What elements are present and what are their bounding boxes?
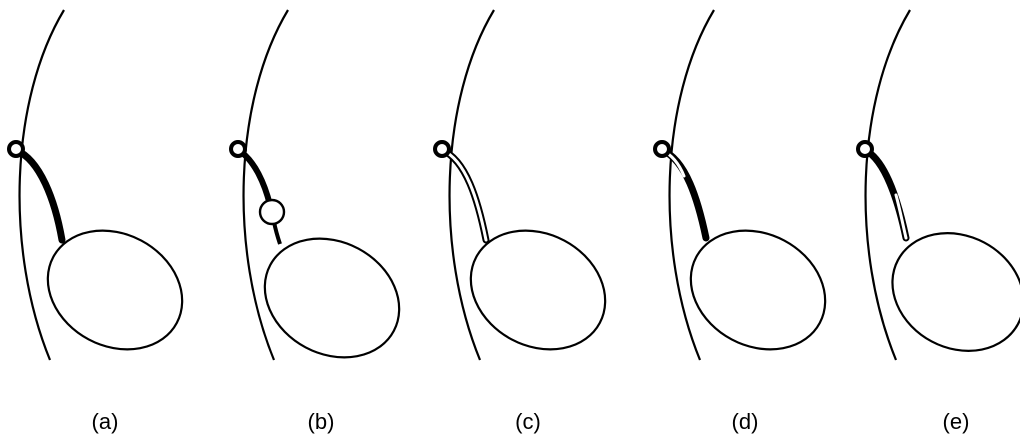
- panel-b-label: (b): [281, 410, 361, 434]
- panel-d-label: (d): [705, 410, 785, 434]
- stalk-node: [260, 200, 284, 224]
- panel-a: [9, 10, 203, 372]
- panel-c: [435, 10, 626, 372]
- panel-e-label: (e): [916, 410, 996, 434]
- body-ellipse: [27, 208, 203, 373]
- stalk: [16, 150, 62, 240]
- outer-arc: [20, 10, 64, 360]
- stalk-lower: [274, 222, 280, 244]
- attachment-knob: [858, 142, 872, 156]
- panel-b: [231, 10, 420, 380]
- attachment-knob: [9, 142, 23, 156]
- panel-c-label: (c): [488, 410, 568, 434]
- body-ellipse: [244, 216, 420, 381]
- attachment-knob: [435, 142, 449, 156]
- panel-e: [858, 10, 1020, 373]
- attachment-knob: [655, 142, 669, 156]
- attachment-knob: [231, 142, 245, 156]
- body-ellipse: [872, 211, 1020, 374]
- panel-a-label: (a): [65, 410, 145, 434]
- stalk-outline: [865, 150, 906, 238]
- panel-d: [655, 10, 846, 372]
